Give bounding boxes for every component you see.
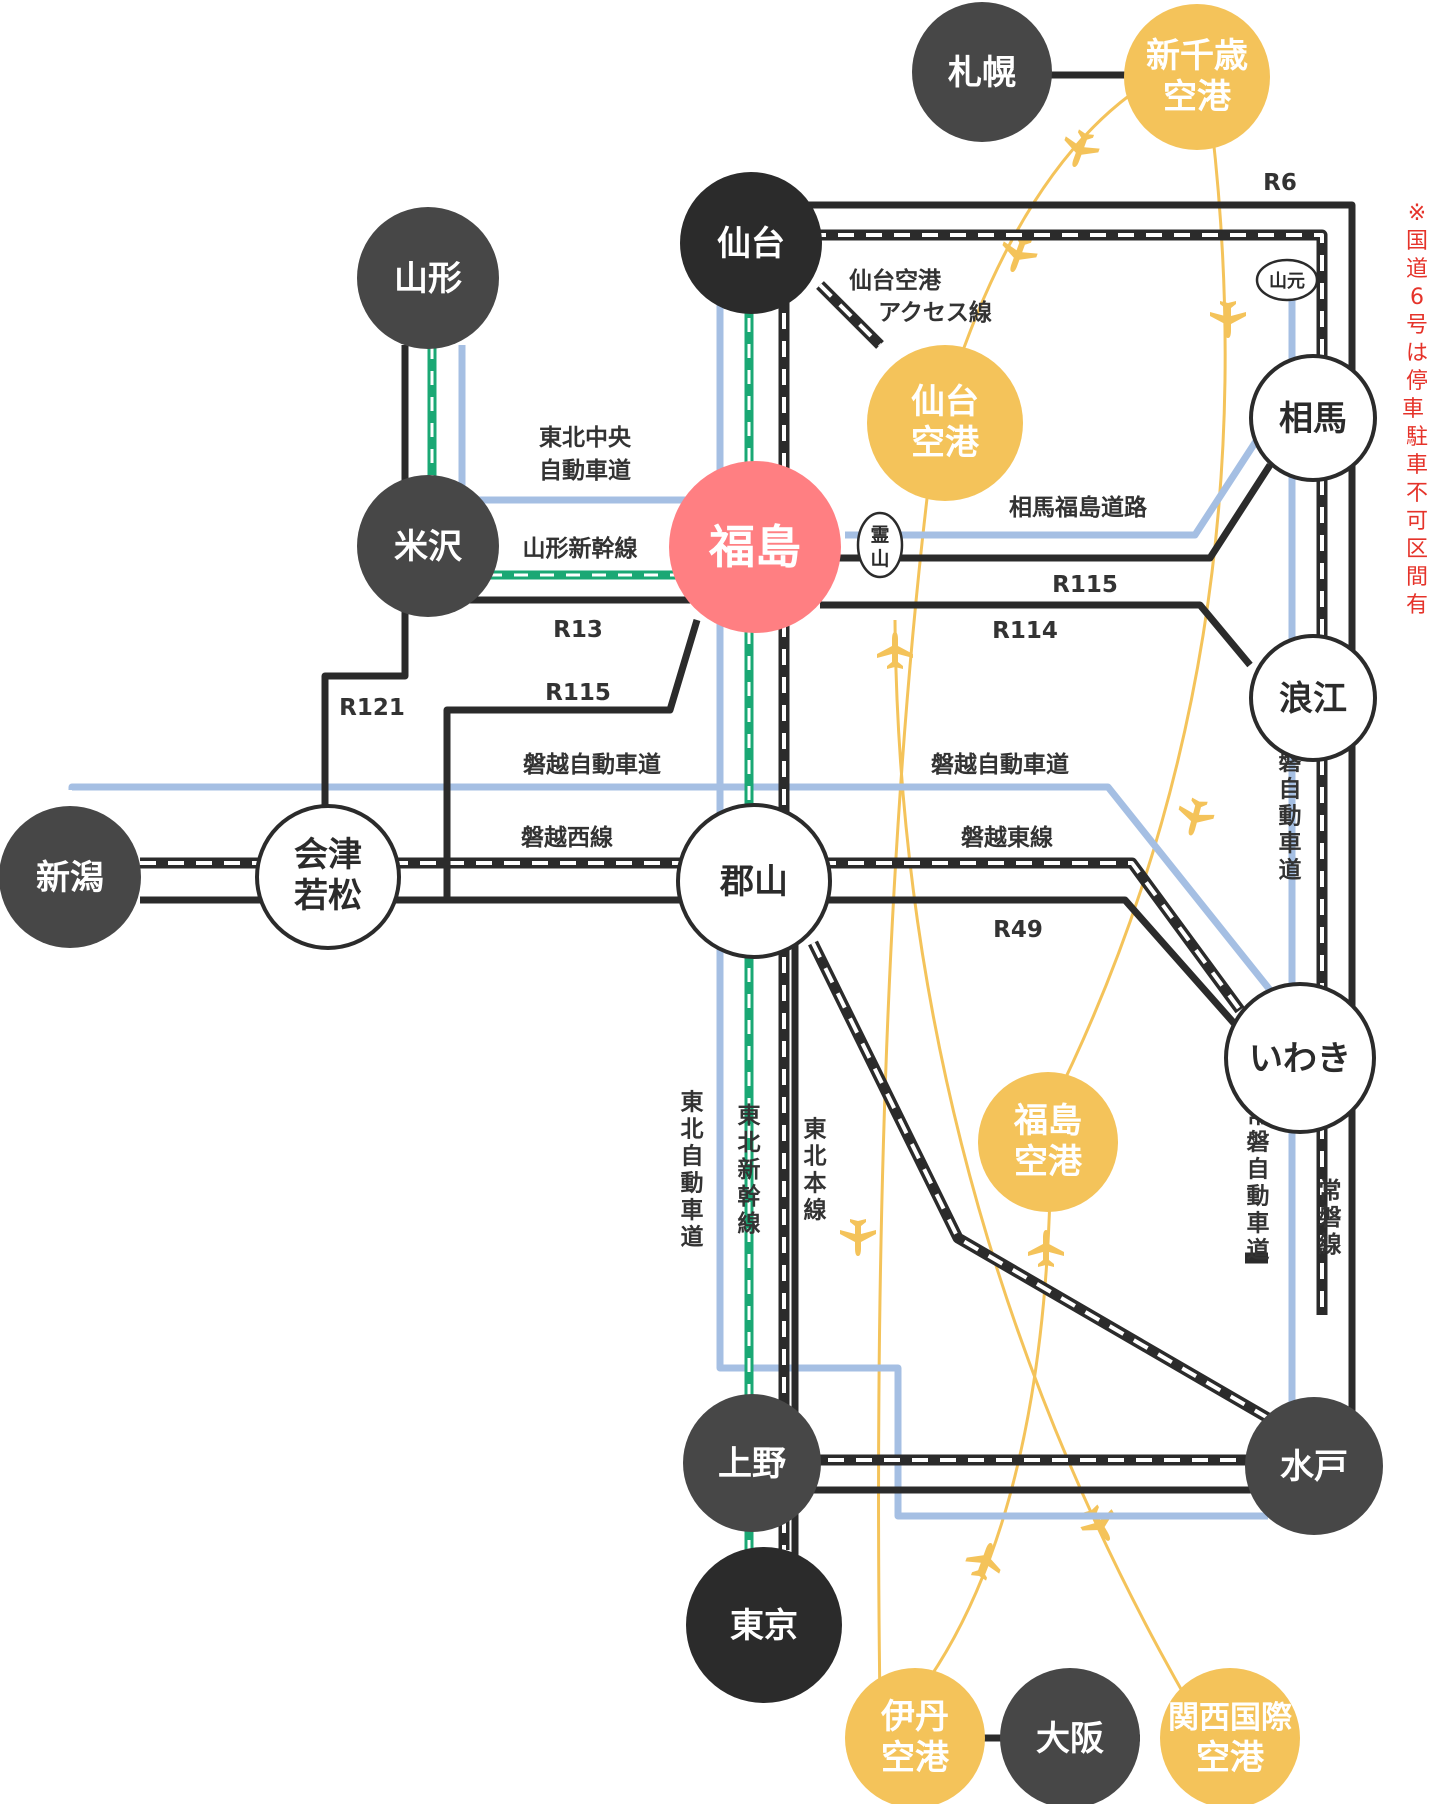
node-kansai-airport: 関西国際 空港 <box>1160 1668 1300 1804</box>
label-banetsu-expwy-east: 磐越自動車道 <box>931 751 1069 778</box>
road-r114 <box>820 601 1253 668</box>
svg-text:東京: 東京 <box>730 1606 798 1646</box>
airplane-icon <box>1210 301 1246 338</box>
label-yamagata-shinkansen: 山形新幹線 <box>523 535 638 562</box>
svg-text:伊丹: 伊丹 <box>880 1697 949 1737</box>
airplane-icon <box>840 1219 876 1256</box>
node-yamagata: 山形 <box>357 207 499 349</box>
node-namie: 浪江 <box>1249 634 1377 762</box>
label-r121: R121 <box>339 695 405 721</box>
node-itami-airport: 伊丹 空港 <box>845 1668 985 1804</box>
airplane-icon <box>1056 125 1104 174</box>
station-nodes: 札幌 仙台 山形 米沢 新潟 上野 東京 水戸 <box>0 2 1383 1804</box>
expwy-banetsu <box>68 783 1273 993</box>
node-koriyama: 郡山 <box>676 803 832 959</box>
svg-text:札幌: 札幌 <box>948 53 1016 93</box>
svg-text:空港: 空港 <box>911 423 980 463</box>
label-r115-west: R115 <box>545 680 611 706</box>
svg-text:空港: 空港 <box>1196 1738 1265 1778</box>
node-ueno: 上野 <box>683 1394 821 1532</box>
airplane-icon <box>1028 1230 1064 1267</box>
label-banetsu-east-line: 磐越東線 <box>961 824 1053 851</box>
svg-text:山: 山 <box>870 548 889 570</box>
parking-note: ※国道6号は停車・駐車不可区間有 <box>1402 201 1432 618</box>
svg-text:若松: 若松 <box>294 876 362 916</box>
label-banetsu-expwy-west: 磐越自動車道 <box>523 751 661 778</box>
node-osaka: 大阪 <box>1000 1668 1140 1804</box>
label-r115-east: R115 <box>1052 572 1118 598</box>
svg-text:空港: 空港 <box>881 1738 950 1778</box>
label-r114: R114 <box>992 618 1058 644</box>
node-mito: 水戸 <box>1245 1397 1383 1535</box>
label-r13: R13 <box>553 617 603 643</box>
label-sendai-access-2: アクセス線 <box>878 299 992 326</box>
label-sendai-access-1: 仙台空港 <box>849 267 942 294</box>
label-tohoku-chuo-2: 自動車道 <box>539 457 631 484</box>
svg-text:空港: 空港 <box>1014 1142 1083 1182</box>
svg-text:新千歳: 新千歳 <box>1146 36 1248 76</box>
svg-text:水戸: 水戸 <box>1280 1447 1348 1487</box>
node-yamamoto: 山元 <box>1255 258 1319 302</box>
svg-text:仙台: 仙台 <box>911 382 979 422</box>
label-tohoku-expwy: 東北自動車道 <box>681 1090 704 1251</box>
svg-text:福島: 福島 <box>1013 1101 1082 1141</box>
svg-text:米沢: 米沢 <box>394 527 463 567</box>
svg-text:霊: 霊 <box>870 524 889 546</box>
expwy-tohoku <box>716 240 1268 1520</box>
svg-text:上野: 上野 <box>718 1444 786 1484</box>
label-r49: R49 <box>993 917 1043 943</box>
road-r49 <box>140 896 1243 1033</box>
svg-text:郡山: 郡山 <box>719 862 788 902</box>
node-soma: 相馬 <box>1249 354 1377 482</box>
node-fukushima-airport: 福島 空港 <box>978 1072 1118 1212</box>
svg-text:相馬: 相馬 <box>1279 399 1347 439</box>
svg-text:大阪: 大阪 <box>1036 1719 1104 1759</box>
air-route-sendai-itami <box>877 489 930 1706</box>
road-r115-east <box>830 463 1273 562</box>
road-r6 <box>800 201 1356 1494</box>
label-soma-fukushima: 相馬福島道路 <box>1009 494 1148 521</box>
road-r115-west <box>443 618 701 900</box>
airplane-icon <box>1074 1499 1125 1550</box>
svg-text:空港: 空港 <box>1163 77 1232 117</box>
svg-text:会津: 会津 <box>294 835 362 875</box>
air-route-chitose-fukushima <box>1048 94 1227 1111</box>
expwy-soma-fukushima <box>845 433 1263 539</box>
svg-text:関西国際: 関西国際 <box>1168 1700 1292 1736</box>
label-banetsu-west-line: 磐越西線 <box>521 824 613 851</box>
node-fukushima: 福島 <box>669 461 841 633</box>
svg-text:新潟: 新潟 <box>36 858 104 898</box>
node-tokyo: 東京 <box>686 1547 842 1703</box>
label-tohoku-chuo-1: 東北中央 <box>539 425 632 451</box>
label-joban-expwy-south: 常磐自動車道 <box>1247 1103 1270 1264</box>
svg-text:山元: 山元 <box>1269 271 1305 292</box>
svg-text:浪江: 浪江 <box>1279 679 1347 719</box>
airplane-icon <box>1172 794 1218 841</box>
svg-text:福島: 福島 <box>708 520 801 574</box>
label-joban-line: 常磐線 <box>1319 1178 1342 1258</box>
node-new-chitose-airport: 新千歳 空港 <box>1124 4 1270 150</box>
svg-text:仙台: 仙台 <box>717 224 785 264</box>
airplane-icon <box>877 632 913 669</box>
label-joban-expwy-north: 常磐自動車道 <box>1279 723 1302 884</box>
air-route-fukushima-itami <box>908 1194 1052 1706</box>
label-r6: R6 <box>1263 170 1297 196</box>
label-tohoku-main: 東北本線 <box>804 1117 827 1224</box>
node-sendai-airport: 仙台 空港 <box>867 345 1023 501</box>
label-tohoku-shinkansen: 東北新幹線 <box>738 1103 762 1237</box>
vertical-route-labels: 常磐自動車道 常磐自動車道 常磐線 東北自動車道 東北新幹線 東北本線 <box>681 723 1342 1264</box>
node-sendai: 仙台 <box>680 172 822 314</box>
node-reizan: 霊 山 <box>856 511 904 579</box>
route-labels: 東北中央 自動車道 山形新幹線 R13 R115 R121 R6 仙台空港 アク… <box>339 170 1297 943</box>
node-sapporo: 札幌 <box>912 2 1052 142</box>
airplane-icon <box>961 1536 1009 1585</box>
node-niigata: 新潟 <box>0 806 141 948</box>
node-aizu-wakamatsu: 会津 若松 <box>255 804 401 950</box>
road-r121 <box>321 600 409 805</box>
node-iwaki: いわき <box>1224 982 1376 1134</box>
node-yonezawa: 米沢 <box>357 475 499 617</box>
svg-text:いわき: いわき <box>1249 1039 1351 1079</box>
svg-text:山形: 山形 <box>394 259 462 299</box>
